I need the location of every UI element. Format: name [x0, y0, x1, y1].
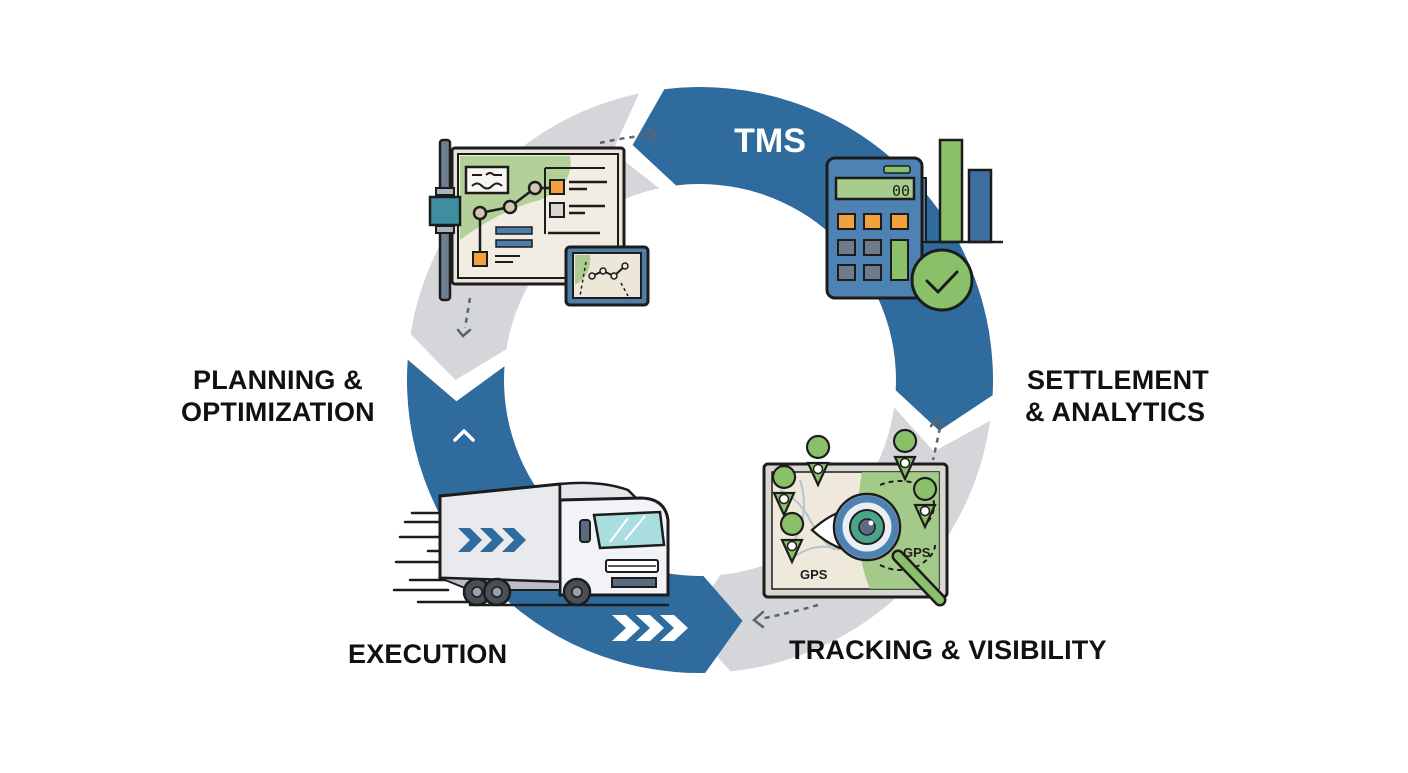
dotted-arrow-up-icon — [929, 417, 945, 461]
gps-map-magnifier-icon: GPS GPS — [762, 428, 949, 607]
dotted-arrow-left-icon — [752, 603, 819, 629]
gps-label: GPS — [903, 545, 931, 560]
gps-label: GPS — [800, 567, 828, 582]
calculator-analytics-icon: 00 — [825, 138, 1003, 312]
tms-title: TMS — [734, 122, 806, 160]
dotted-arrow-right-icon — [599, 127, 659, 145]
calculator-display: 00 — [892, 182, 910, 200]
label-line: OPTIMIZATION — [181, 397, 375, 427]
dotted-arrow-down-icon — [456, 297, 472, 338]
delivery-truck-icon — [392, 481, 670, 607]
stage-label-execution: EXECUTION — [348, 638, 507, 670]
check-circle-icon — [910, 248, 974, 312]
label-line: SETTLEMENT — [1027, 365, 1209, 395]
label-line: & ANALYTICS — [1025, 397, 1206, 427]
route-planning-board-icon — [428, 138, 650, 307]
label-line: TRACKING & VISIBILITY — [789, 635, 1107, 665]
chevron-triple-right-icon — [612, 615, 688, 641]
label-line: EXECUTION — [348, 639, 508, 669]
label-line: PLANNING & — [193, 365, 363, 395]
truck-chevrons-icon — [458, 528, 526, 552]
stage-label-settlement: SETTLEMENT & ANALYTICS — [1025, 364, 1209, 428]
chevron-up-icon — [453, 429, 475, 442]
stage-label-planning: PLANNING & OPTIMIZATION — [181, 364, 375, 428]
stage-label-tracking: TRACKING & VISIBILITY — [789, 634, 1107, 666]
